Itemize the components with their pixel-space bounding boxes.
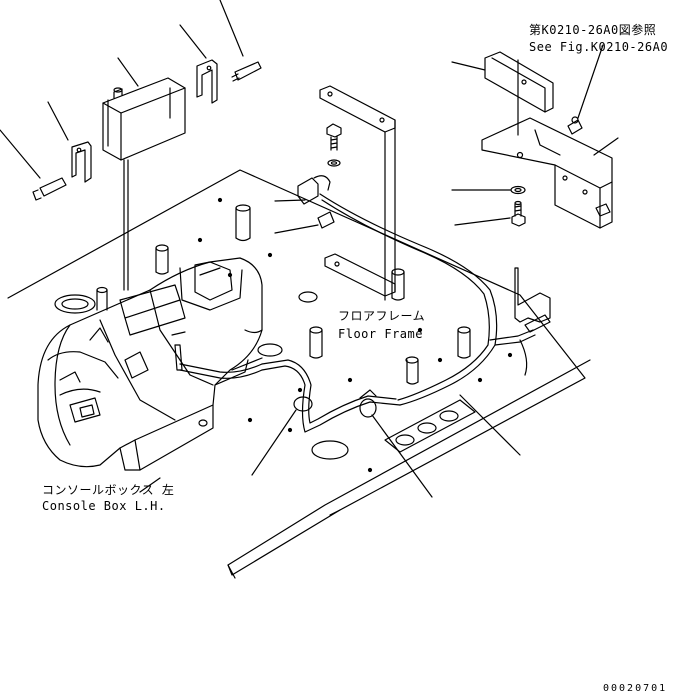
drawing-number: 00020701 [603, 683, 668, 694]
box-brackets [71, 59, 218, 183]
harness-clamp [274, 175, 335, 234]
floor-side-bracket [514, 267, 551, 333]
console-box-label-japanese: コンソールボックス 左 [42, 483, 175, 497]
floor-frame-label-japanese: フロアフレーム [338, 309, 426, 323]
floor-posts [96, 204, 471, 385]
relay-box [102, 77, 186, 161]
bolt-and-washer [326, 123, 342, 167]
floor-frame-plate [7, 169, 591, 579]
console-box [37, 257, 263, 471]
center-bracket [319, 85, 396, 301]
leader-lines-top-left [0, 0, 244, 291]
wiring-harness [179, 193, 536, 433]
reference-label-english: See Fig.K0210-26A0 [529, 40, 669, 54]
console-box-label-english: Console Box L.H. [42, 499, 166, 513]
connectors [32, 61, 262, 201]
upper-right-bracket [484, 51, 554, 113]
floor-frame-label-english: Floor Frame [338, 327, 423, 341]
right-washer-bolt [510, 185, 526, 227]
leader-lines-bottom [139, 394, 521, 498]
reference-label-japanese: 第K0210-26A0図参照 [529, 23, 657, 37]
right-mounting-bracket [481, 116, 613, 229]
leader-lines-right [451, 44, 619, 376]
